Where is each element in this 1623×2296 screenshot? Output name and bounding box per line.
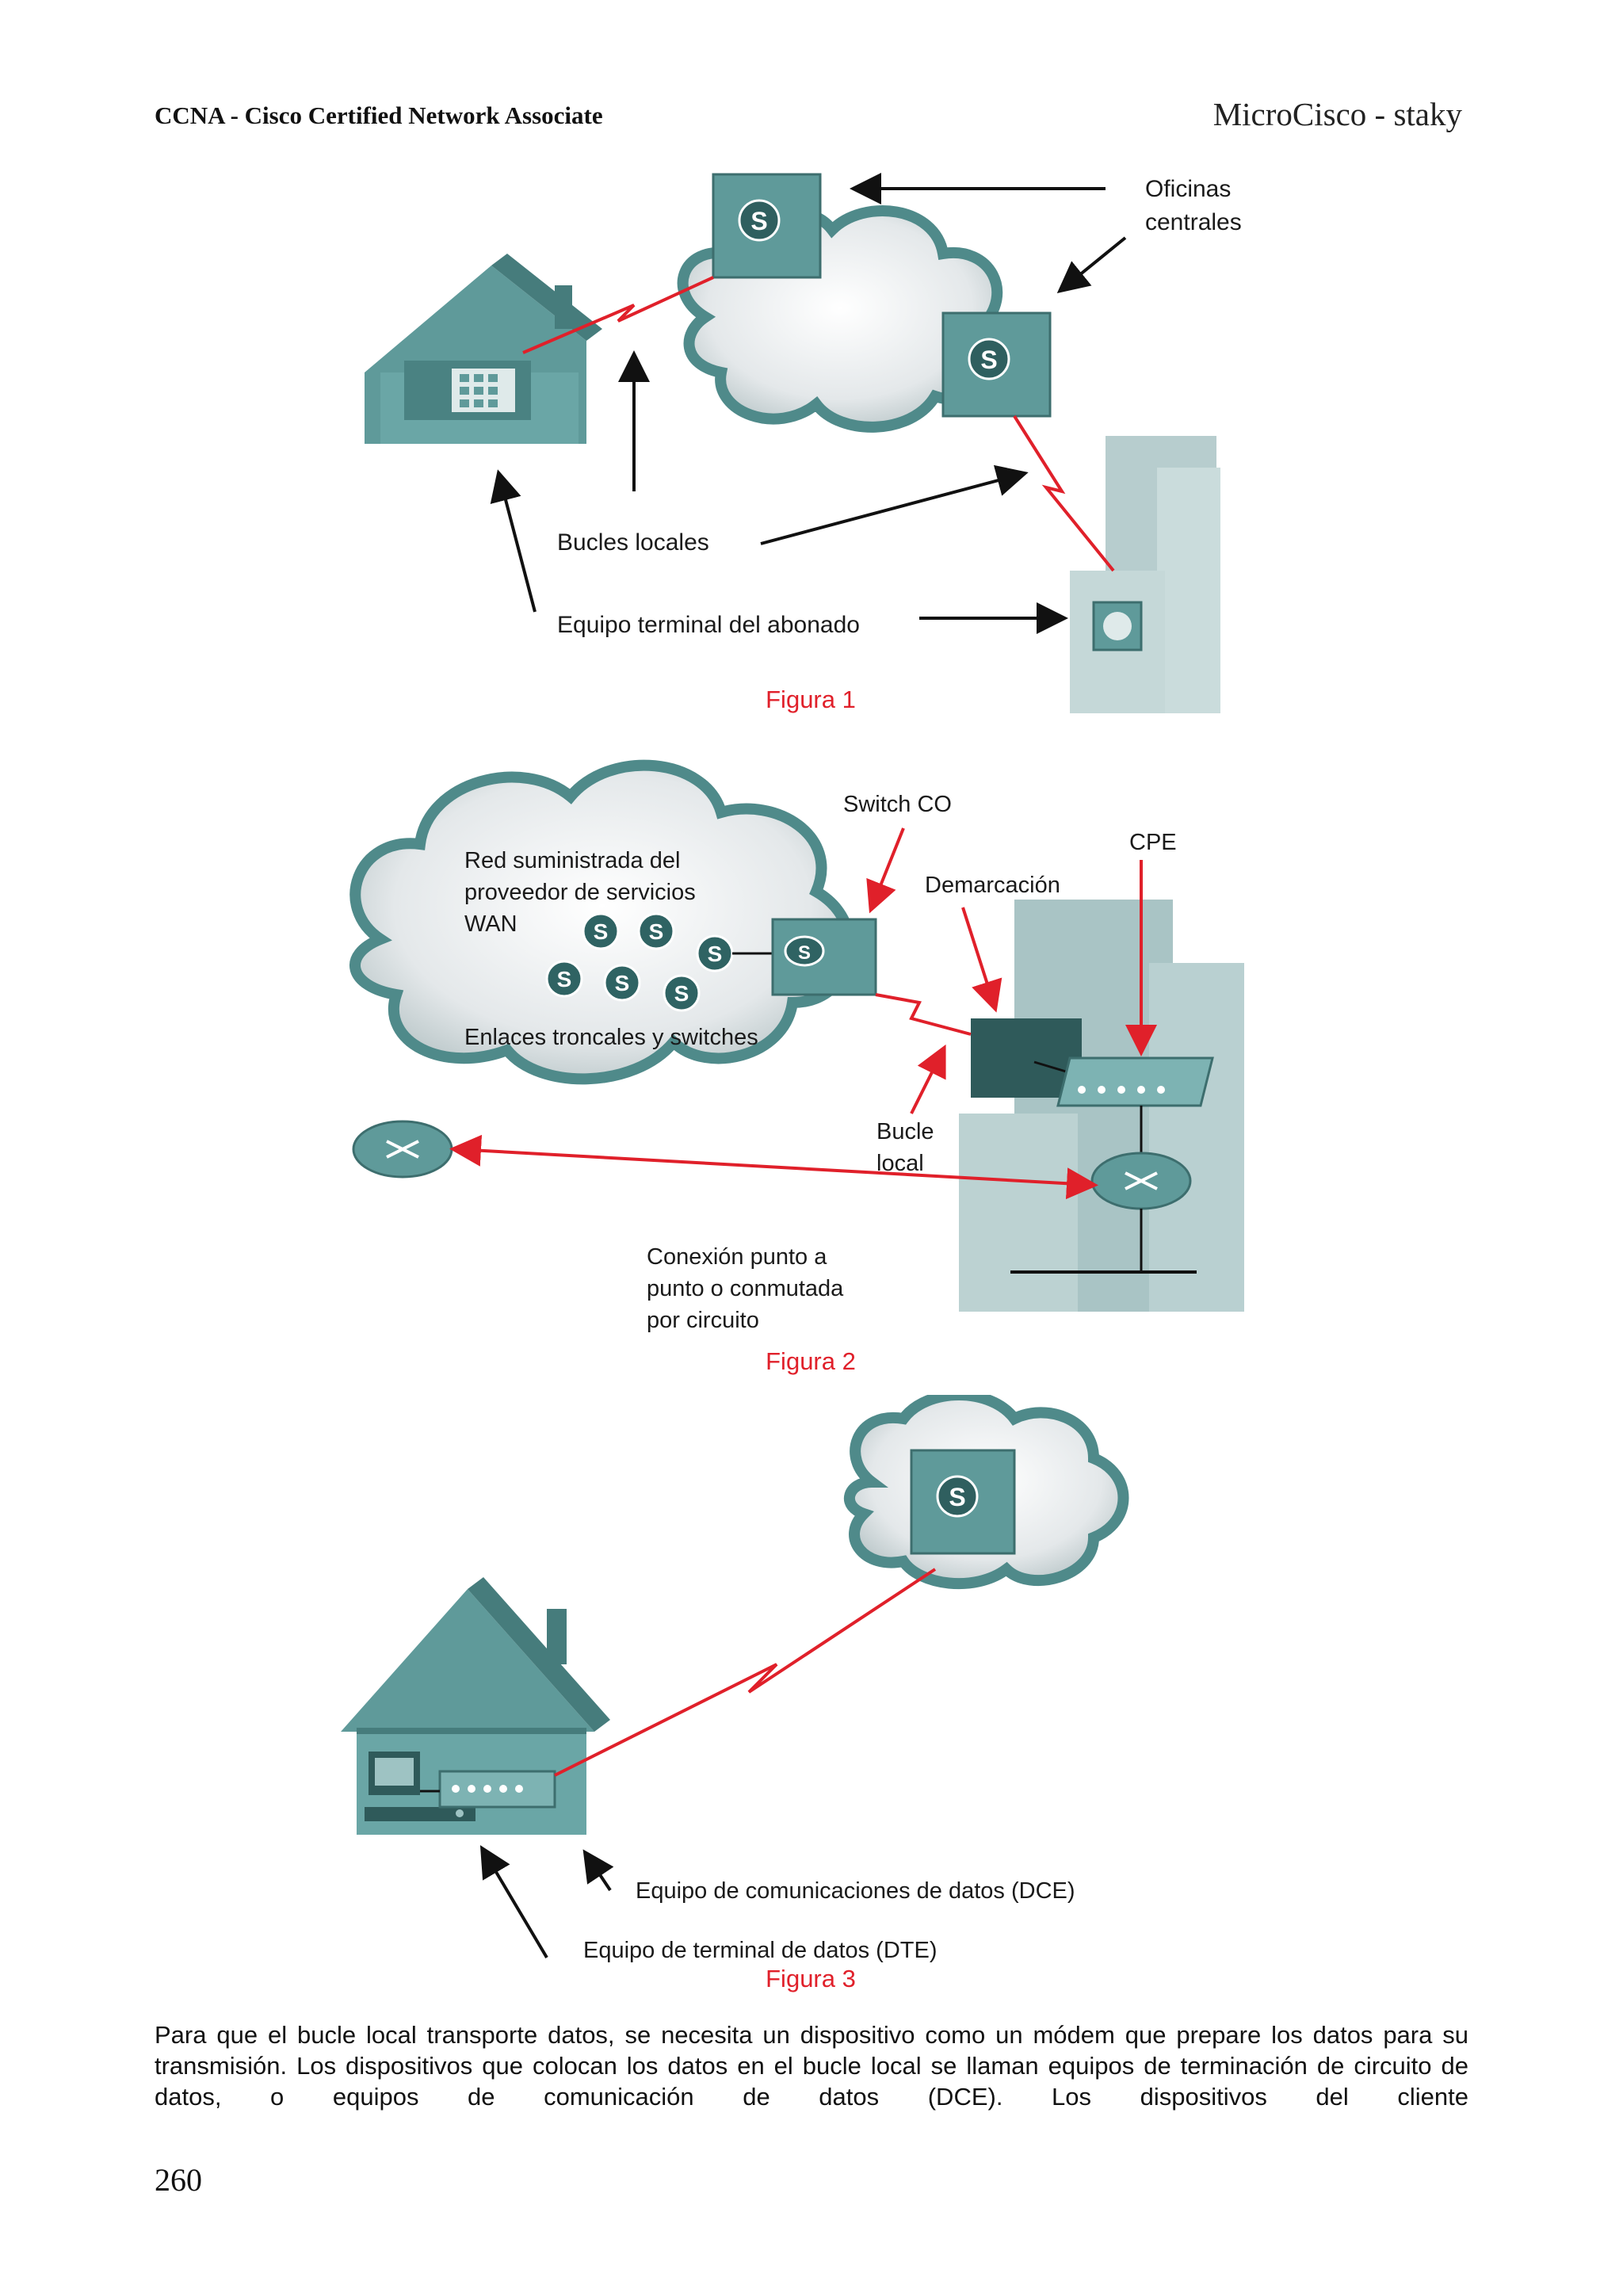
arrow-bucle-2 (760, 464, 1029, 545)
office-building-icon (1070, 436, 1220, 713)
house-icon (365, 254, 602, 444)
svg-text:S: S (649, 919, 664, 944)
figure-2-caption: Figura 2 (766, 1347, 856, 1375)
co-switch: S (771, 918, 877, 996)
modem-dce (438, 1770, 556, 1809)
label-cpe: CPE (1129, 830, 1177, 855)
label-bucle-2: local (876, 1151, 924, 1176)
figure-2: S S S S S S S (333, 741, 1268, 1383)
arrow-oficinas-2 (1056, 236, 1127, 294)
svg-text:S: S (674, 981, 689, 1006)
local-loop-link (875, 993, 972, 1036)
trunk-switches: S S S S S S (545, 912, 734, 1012)
label-bucles-locales: Bucles locales (557, 529, 709, 556)
svg-text:S: S (980, 346, 997, 374)
arrow-dte (479, 1845, 548, 1959)
label-enlaces: Enlaces troncales y switches (464, 1025, 758, 1050)
label-switch-co: Switch CO (843, 792, 952, 817)
label-conexion-1: Conexión punto a (647, 1244, 827, 1270)
point-to-point-link (449, 1134, 1098, 1200)
computer-icon (365, 1752, 475, 1821)
label-conexion-2: punto o conmutada (647, 1276, 844, 1301)
figure-3: S Equipo de co (333, 1395, 1268, 1997)
label-demarcacion: Demarcación (925, 873, 1060, 898)
label-red-1: Red suministrada del (464, 848, 680, 873)
label-oficinas-2: centrales (1145, 209, 1242, 235)
header-title: CCNA - Cisco Certified Network Associate (155, 101, 603, 129)
label-dce: Equipo de comunicaciones de datos (DCE) (636, 1878, 1075, 1904)
local-loop-link (554, 1568, 937, 1777)
co-switch: S (910, 1449, 1016, 1555)
remote-router (352, 1120, 453, 1179)
cpe-modem (1056, 1056, 1214, 1107)
figure-3-caption: Figura 3 (766, 1965, 856, 1992)
label-red-3: WAN (464, 911, 517, 937)
svg-text:S: S (798, 942, 811, 964)
svg-text:S: S (949, 1483, 965, 1511)
co-switch-top: S (712, 173, 822, 279)
label-equipo-terminal: Equipo terminal del abonado (557, 612, 860, 638)
label-oficinas-1: Oficinas (1145, 176, 1231, 202)
local-loop-link-2 (1013, 415, 1115, 572)
figure-1-caption: Figura 1 (766, 686, 856, 713)
local-loop-link-1 (522, 276, 714, 354)
svg-text:S: S (750, 207, 767, 235)
svg-text:S: S (708, 942, 723, 966)
page-number: 260 (155, 2162, 202, 2198)
label-dte: Equipo de terminal de datos (DTE) (583, 1938, 938, 1963)
figure-1: S S (333, 159, 1268, 729)
co-switch-right: S (941, 311, 1052, 418)
svg-text:S: S (557, 967, 572, 991)
arrow-dce (582, 1849, 614, 1892)
svg-text:S: S (615, 971, 630, 995)
arrow-equipo-1 (490, 469, 537, 613)
label-red-2: proveedor de servicios (464, 880, 696, 905)
label-conexion-3: por circuito (647, 1308, 759, 1333)
svg-text:S: S (594, 919, 609, 944)
label-bucle-1: Bucle (876, 1119, 934, 1144)
body-paragraph: Para que el bucle local transporte datos… (155, 2021, 1468, 2111)
customer-router (1090, 1152, 1192, 1210)
header-author: MicroCisco - staky (1212, 96, 1462, 132)
